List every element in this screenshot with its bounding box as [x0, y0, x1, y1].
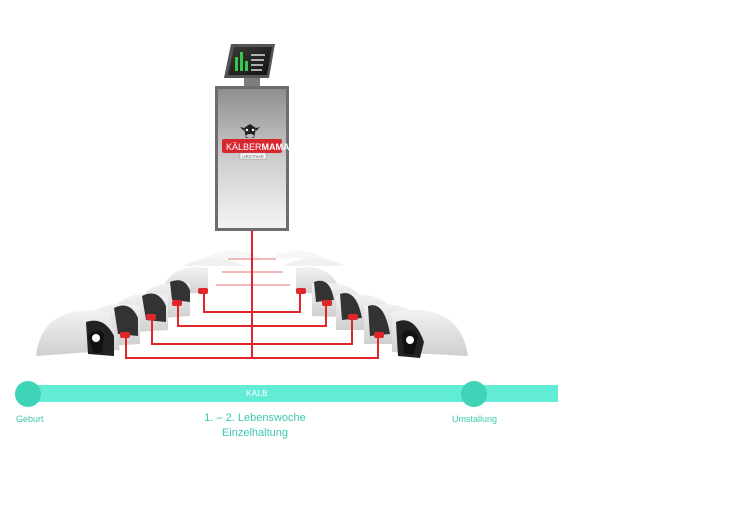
brand-sub: URSTAHR [242, 154, 264, 159]
timeline-bar [28, 385, 558, 402]
timeline-start-label: Geburt [16, 414, 44, 424]
milk-pipe-network [125, 230, 379, 359]
timeline-end-label: Umstallung [452, 414, 498, 424]
timeline-end-dot [461, 381, 487, 407]
igloo-row-back [183, 251, 345, 266]
phase-line-1: 1. – 2. Lebenswoche [204, 412, 306, 424]
feeding-station-screen-icon [224, 44, 275, 78]
svg-text:KÄLBERMAMA: KÄLBERMAMA [226, 142, 290, 152]
phase-line-2: Einzelhaltung [221, 427, 289, 439]
timeline-start-dot [15, 381, 41, 407]
cow-logo-icon [240, 124, 260, 138]
calf-igloo-icon [392, 309, 468, 358]
brand-name-part1: KÄLBER [226, 142, 262, 152]
calf-igloo-icon [36, 310, 120, 356]
brand-name-part2: MAMA [262, 142, 290, 152]
timeline [15, 381, 558, 407]
brand-logo: KÄLBERMAMA URSTAHR [222, 124, 290, 160]
milk-teat-icon [120, 288, 384, 338]
timeline-bar-label: KALB [246, 389, 268, 398]
timeline-phase-label: 1. – 2. Lebenswoche Einzelhaltung [180, 411, 330, 441]
